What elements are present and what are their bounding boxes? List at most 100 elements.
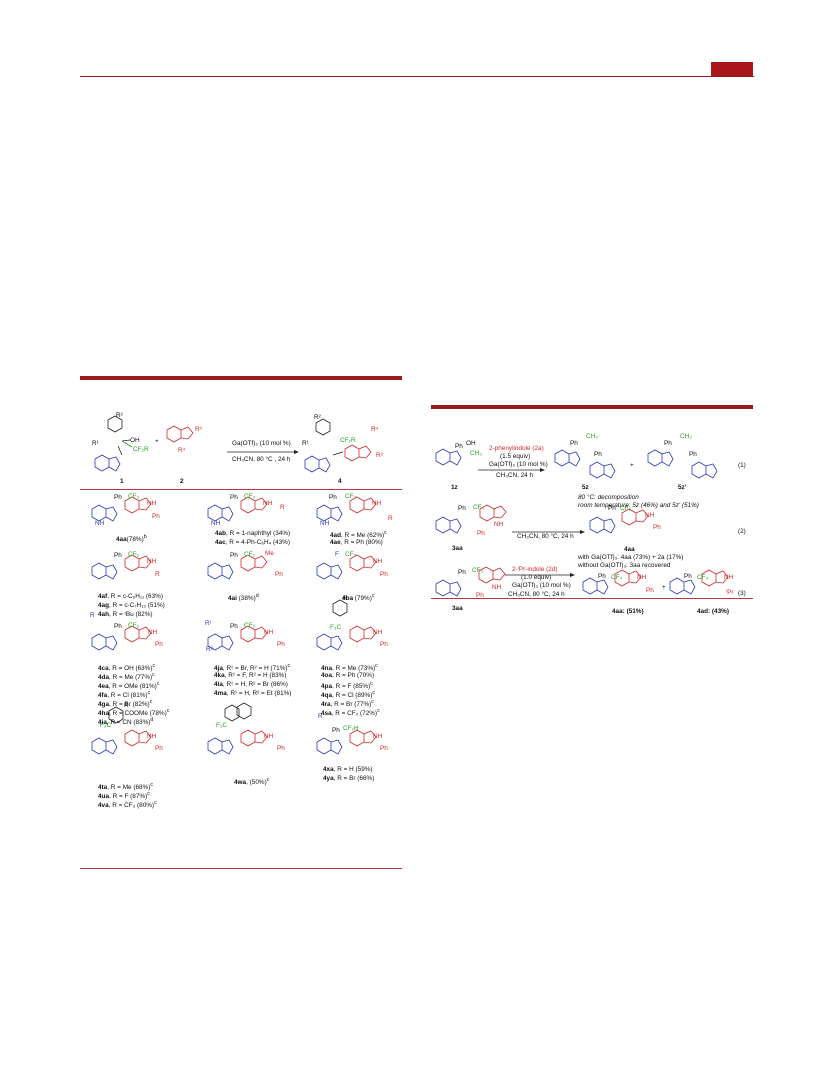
eq2-p-ph: Ph [608,505,616,512]
header-tab [711,62,753,76]
ph-label: Ph [152,513,160,520]
ph-label: Ph [332,727,340,734]
product-sub-r2: R² [314,414,321,421]
eq3-p2-nh: NH [724,574,734,581]
product-sub-cf2r: CF₂R [340,437,356,444]
cf3-label: CF₃ [128,551,140,558]
reagent-2-label: 2 [180,478,184,485]
eq1-reactant: 1z [451,484,458,491]
eq3-product2: 4ad: (43%) [697,608,729,615]
reaction-sub-oh: OH [130,437,140,444]
compound-4ac: 4ac, R = 4-Ph-C₆H₄ (43%) [215,539,290,546]
eq3-ph: Ph [458,569,466,576]
cf2h-label: CF₂H [343,725,359,732]
eq2-ph: Ph [458,505,466,512]
reaction-sub-r1: R¹ [92,440,99,447]
eq3-p2-cf3: CF₃ [697,574,709,581]
ph-label: Ph [230,552,238,559]
f3c-label: F₃C [216,722,228,729]
nh-label: NH [372,500,382,507]
compound-4af: 4af, R = c-C₆H₁₁ (63%) [98,593,163,600]
eq1-product1: 5z [582,484,589,491]
conditions-top: Ga(OTf)₃ (10 mol %) [232,440,291,447]
reaction-plus: + [155,438,159,445]
eq3-product1: 4aa: (51%) [612,608,644,615]
compound-4ad: 4ad, R = Me (62%)c [330,530,387,540]
compound-4qa: 4qa, R = Cl (89%)c [321,690,375,700]
scheme2-divider [80,489,402,490]
compound-4ea: 4ea, R = OMe (81%)c [98,681,160,691]
ph-label: Ph [380,745,388,752]
eq3-plus: + [662,584,666,591]
eq1-catalyst: Ga(OTf)₃ (10 mol %) [489,461,548,468]
r2-label: R² [206,646,213,653]
ph-label: Ph [277,641,285,648]
cf3-label: CF₃ [128,493,140,500]
compound-4ca: 4ca, R = OH (63%)c [98,663,156,673]
cf3-label: CF₃ [345,493,357,500]
ph-label: Ph [155,641,163,648]
eq3-nh: NH [492,584,502,591]
eq1-ch3: CH₃ [470,450,482,457]
scheme2-bottom-rule [80,868,402,869]
compound-4aa: 4aa(78%)b [116,534,147,544]
ph-label: Ph [329,494,337,501]
reagent-2-drawing [166,425,194,443]
eq1-ph: Ph [455,443,463,450]
nh-label: NH [320,520,330,527]
eq3-p1-ph: Ph [598,573,606,580]
compound-4ba: 4ba (79%)c [342,593,375,603]
compound-4wa: 4wa, (50%)c [234,777,270,787]
r-label: R [90,612,95,619]
compound-4ua: 4ua, R = F (87%)c [98,791,150,801]
eq2-number: (2) [738,528,746,535]
eq2-ph-red: Ph [477,530,485,537]
f3c-label: F₃C [100,722,112,729]
nh-label: NH [147,558,157,565]
ph-label: Ph [230,623,238,630]
eq2-result1: with Ga(OTf)₃: 4aa (73%) + 2a (17%) [578,554,684,561]
r1-label: R¹ [205,620,212,627]
eq1-number: (1) [738,462,746,469]
eq1-oh: OH [466,440,476,447]
product-sub-r3: R³ [376,452,383,459]
compound-4ya: 4ya, R = Br (66%) [323,775,375,782]
compound-4oa: 4oa, R = Ph (70%) [321,672,375,679]
ph-label: Ph [114,623,122,630]
nh-label: NH [373,558,383,565]
eq3-cf3: CF₃ [472,567,484,574]
compound-4na: 4na, R = Me (73%)c [321,663,378,673]
compound-4fa: 4fa, R = Cl (81%)c [98,690,151,700]
eq1-reagent: 2-phenylindole (2a) [489,445,544,452]
product-sub-r1: R¹ [302,440,309,447]
product-sub-r4: R⁴ [371,426,379,433]
eq1-note1: 80 °C: decomposition [578,494,639,501]
nh-label: NH [373,629,383,636]
ph-label: Ph [114,552,122,559]
compound-4ta: 4ta, R = Me (68%)c [98,782,154,792]
r-label: R [124,702,129,709]
compound-4ma: 4ma, R¹ = H, R² = Et (81%) [214,690,292,697]
reaction-sub-cf2r: CF₂R [133,446,149,453]
reagent-1-drawing [94,415,133,472]
ph-label: Ph [114,494,122,501]
compound-4pa: 4pa, R = F (85%)c [321,681,373,691]
eq1-note2: room temperature: 5z (46%) and 5z' (51%) [578,502,699,509]
compound-4ae: 4ae, R = Ph (80%) [330,539,383,546]
compound-4da: 4da, R = Me (77%)c [98,672,155,682]
eq3-reactant: 3aa [452,605,463,612]
eq3-equiv: (1.0 equiv) [521,574,552,581]
compound-4ag: 4ag, R = c-C₇H₁₃ (51%) [98,602,165,609]
eq2-p-cf3: CF₃ [620,505,632,512]
scheme3-structures [435,448,729,597]
eq2-result2: without Ga(OTf)₃: 3aa recovered [578,562,671,569]
cf3-label: CF₃ [244,622,256,629]
me-label: Me [265,550,274,557]
r-label: R [155,571,160,578]
eq3-solvent: CH₃CN, 80 °C, 24 h [508,591,565,598]
compound-4xa: 4xa, R = H (59%) [323,766,373,773]
reagent-2-sub-r4: R⁴ [178,447,186,454]
eq3-p1-nh: NH [637,574,647,581]
compound-4ka: 4ka, R¹ = F, R² = H (83%) [214,672,287,679]
